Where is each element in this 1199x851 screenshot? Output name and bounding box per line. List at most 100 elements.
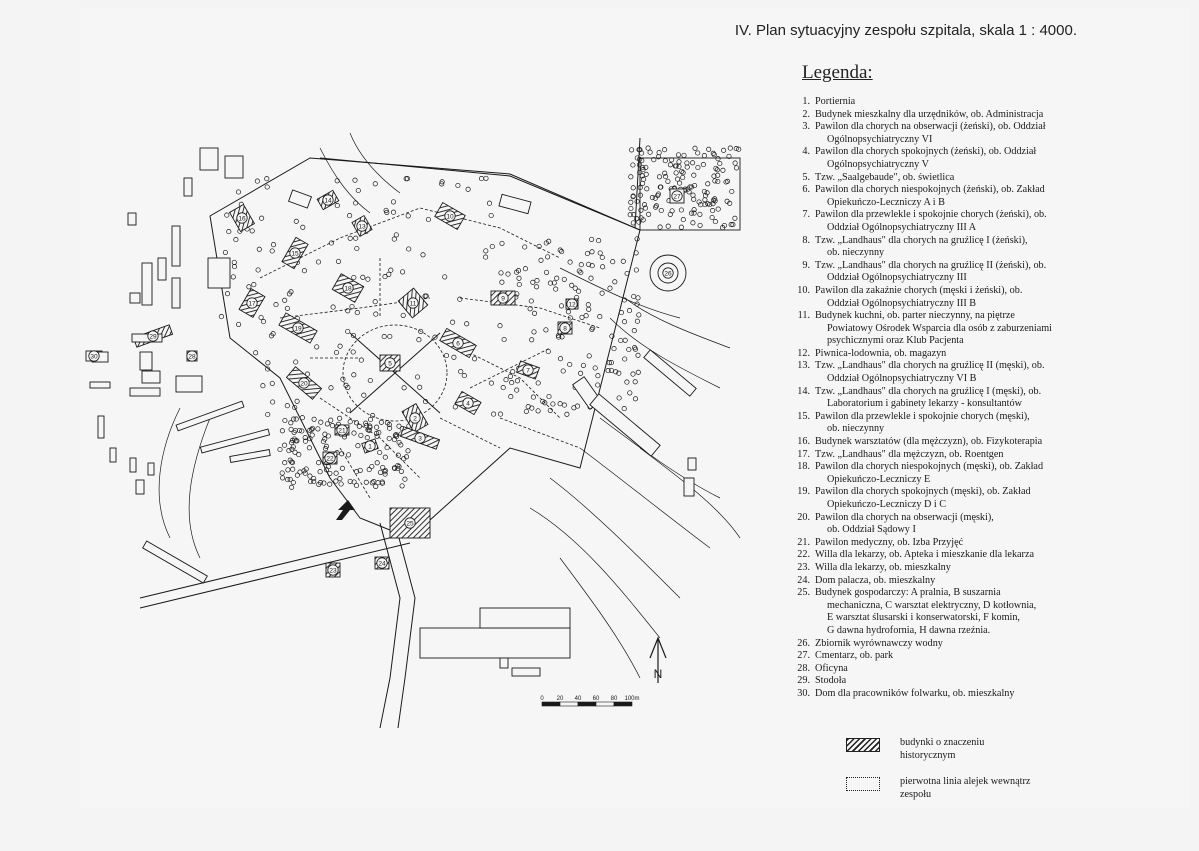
- legend-item-text: Pawilon dla chorych spokojnych (żeński),…: [815, 146, 1092, 171]
- legend-item-text: Dom palacza, ob. mieszkalny: [815, 575, 1092, 588]
- legend-item-line: E warsztat ślusarski i konserwatorski, F…: [827, 612, 1020, 624]
- entrance-arrow-icon: [336, 500, 355, 520]
- tree: [516, 275, 522, 281]
- legend-item-number: 17.: [797, 448, 810, 460]
- tree: [498, 270, 504, 276]
- tree: [522, 244, 528, 250]
- tree: [353, 420, 360, 426]
- building-number: 3: [418, 435, 422, 442]
- legend-item-number: 11.: [797, 310, 810, 322]
- tree: [497, 411, 504, 417]
- building-label-circle: [559, 322, 571, 334]
- tree: [567, 259, 573, 265]
- tree: [277, 446, 283, 453]
- building-label-circle: [336, 424, 348, 436]
- tree: [680, 174, 686, 181]
- legend-item: 3.Pawilon dla chorych na obserwacji (żeń…: [792, 121, 1092, 146]
- tree: [630, 162, 636, 168]
- tree: [557, 247, 563, 253]
- legend-item-number: 30.: [797, 687, 810, 699]
- legend-item-line: Tzw. „Saalgebaude", ob. świetlica: [815, 171, 955, 183]
- tree: [265, 411, 271, 418]
- tree: [299, 428, 305, 434]
- legend-item-text: Portiernia: [815, 96, 1092, 109]
- tree: [231, 264, 238, 270]
- building-label-circle: [324, 452, 336, 464]
- tree: [672, 163, 678, 169]
- tree: [622, 337, 628, 343]
- tree: [608, 360, 614, 366]
- legend-item-number: 29.: [797, 675, 810, 687]
- legend-item-line: Oddział Ogólnopsychiatryczny III: [827, 272, 967, 284]
- legend-item-number: 27.: [797, 650, 810, 662]
- legend-item-line: Pawilon dla zakaźnie chorych (męski i że…: [815, 284, 1023, 296]
- building-label-circle: [407, 297, 419, 309]
- legend-item-number: 12.: [797, 347, 810, 359]
- tree: [286, 291, 292, 297]
- tree: [561, 276, 567, 282]
- tree: [256, 246, 262, 252]
- tree: [309, 432, 315, 438]
- tree: [483, 175, 489, 181]
- tree: [712, 219, 718, 225]
- tree: [279, 470, 285, 476]
- tree: [400, 269, 406, 275]
- tree: [608, 367, 614, 373]
- tree: [286, 448, 292, 454]
- tree: [311, 478, 317, 485]
- tree: [727, 145, 733, 151]
- building-number: 14: [324, 197, 332, 204]
- tree: [546, 238, 552, 244]
- tree: [393, 232, 399, 238]
- legend-item-line: G dawna hydrofornia, H dawna rzeźnia.: [827, 624, 991, 636]
- tree: [621, 319, 628, 325]
- tree: [289, 484, 295, 490]
- tree: [551, 280, 557, 286]
- tree: [287, 476, 293, 483]
- tree: [690, 220, 696, 226]
- tree: [442, 274, 448, 280]
- legend-item-text: Willa dla lekarzy, ob. mieszkalny: [815, 562, 1092, 575]
- building-number: 18: [344, 285, 352, 292]
- tree: [680, 170, 686, 176]
- building-label-circle: [88, 350, 100, 362]
- tree: [384, 445, 390, 451]
- tree: [381, 334, 387, 340]
- tree: [564, 411, 570, 417]
- tree: [323, 443, 329, 449]
- tree: [678, 224, 684, 230]
- tree: [373, 311, 379, 317]
- north-arrow-icon: N: [649, 636, 667, 683]
- tree: [282, 442, 288, 448]
- tree: [401, 385, 407, 391]
- tree: [690, 192, 696, 198]
- tree: [300, 224, 306, 230]
- legend-item: 15.Pawilon dla przewlekle i spokojnie ch…: [792, 411, 1092, 436]
- building-label-circle: [376, 557, 388, 569]
- tree: [717, 160, 723, 167]
- legend-item-line: Pawilon dla przewlekle i spokojnie chory…: [815, 410, 1030, 422]
- tree: [714, 167, 720, 173]
- legend-item-line: Oddział Ogólnopsychiatryczny III B: [827, 297, 977, 309]
- tree: [720, 167, 726, 173]
- legend-item: 1.Portiernia: [792, 96, 1092, 109]
- tree: [535, 408, 541, 414]
- tree: [395, 452, 401, 458]
- tree: [255, 267, 261, 273]
- outer-buildings: [89, 147, 741, 677]
- tree: [307, 473, 313, 479]
- tree: [684, 164, 690, 170]
- tree: [302, 470, 308, 476]
- tree: [586, 306, 592, 312]
- tree: [589, 236, 595, 242]
- tree: [529, 337, 535, 343]
- scale-tick-label: 40: [575, 696, 582, 702]
- tree: [364, 435, 370, 441]
- tree: [578, 269, 584, 276]
- tree: [678, 207, 684, 213]
- scale-tick-label: 80: [611, 696, 618, 702]
- building-number: 13: [358, 223, 366, 230]
- building-label-circle: [444, 210, 456, 222]
- tree: [386, 435, 392, 442]
- tree: [356, 423, 362, 429]
